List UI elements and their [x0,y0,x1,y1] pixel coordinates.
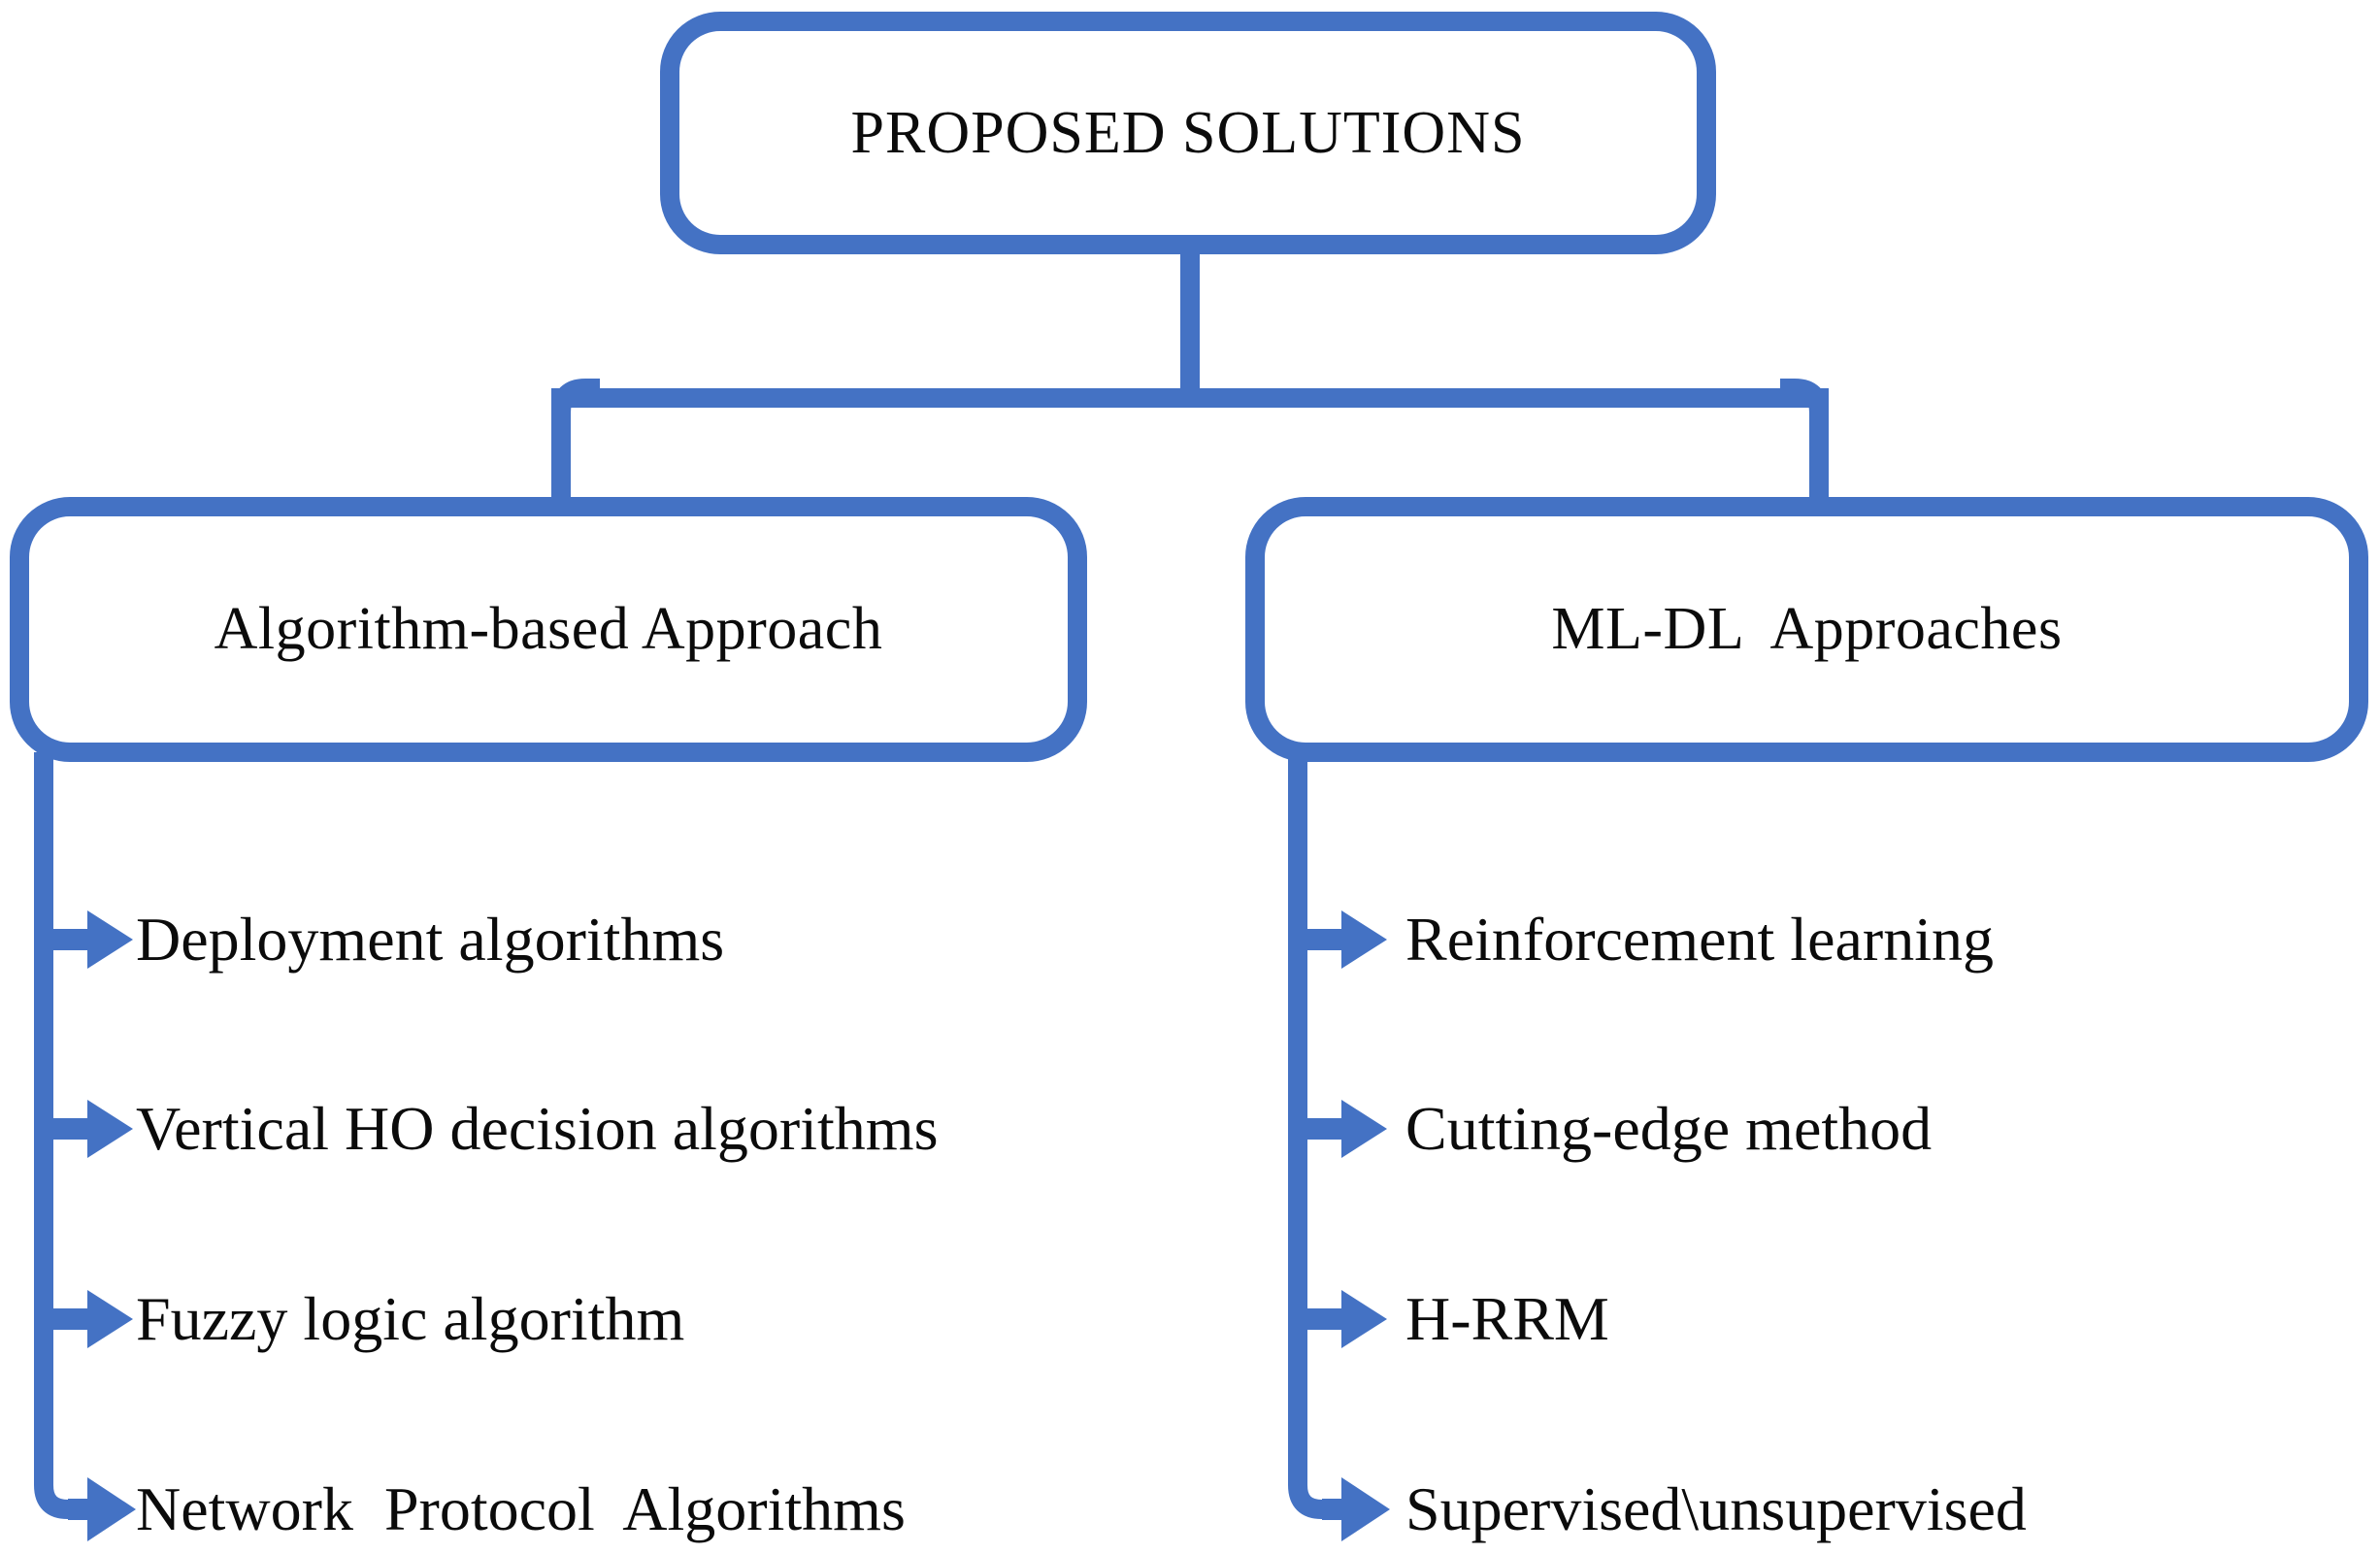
leaf-label-left-2: Vertical HO decision algorithms [136,1094,939,1163]
node-box-proposed-solutions[interactable] [660,12,1716,254]
leaf-label-left-4: Network Protocol Algorithms [136,1474,906,1543]
arrow-icon-right-3 [1298,1290,1387,1348]
node-label-proposed-solutions: PROPOSED SOLUTIONS [850,99,1526,166]
arrow-icon-right-1 [1298,910,1387,969]
node-box-algorithm-based-approach[interactable] [10,497,1087,762]
arrow-icon-right-2 [1298,1100,1387,1158]
leaf-label-right-2: Cutting-edge method [1405,1094,1933,1163]
connector-group [551,243,1829,507]
node-label-algorithm-based-approach: Algorithm-based Approach [214,596,883,662]
leaf-label-right-3: H-RRM [1405,1284,1609,1353]
leaf-label-right-4: Supervised\unsupervised [1405,1474,2027,1543]
spine-left [34,752,83,1519]
spine-right [1288,752,1337,1519]
node-box-ml-dl-approaches[interactable] [1245,497,2368,762]
right-column-arrow-group [1288,752,1390,1541]
leaf-label-left-1: Deployment algorithms [136,905,725,974]
leaf-label-left-3: Fuzzy logic algorithm [136,1284,685,1353]
arrow-icon-left-2 [44,1100,133,1158]
arrow-icon-left-4 [68,1477,136,1541]
arrow-icon-right-4 [1322,1477,1390,1541]
connector-corner-right [1780,379,1829,427]
node-label-ml-dl-approaches: ML-DL Approaches [1551,596,2063,662]
left-column-arrow-group [34,752,136,1541]
leaf-label-right-1: Reinforcement learning [1405,905,1994,974]
arrow-icon-left-1 [44,910,133,969]
arrow-icon-left-3 [44,1290,133,1348]
connector-corner-left [551,379,600,427]
